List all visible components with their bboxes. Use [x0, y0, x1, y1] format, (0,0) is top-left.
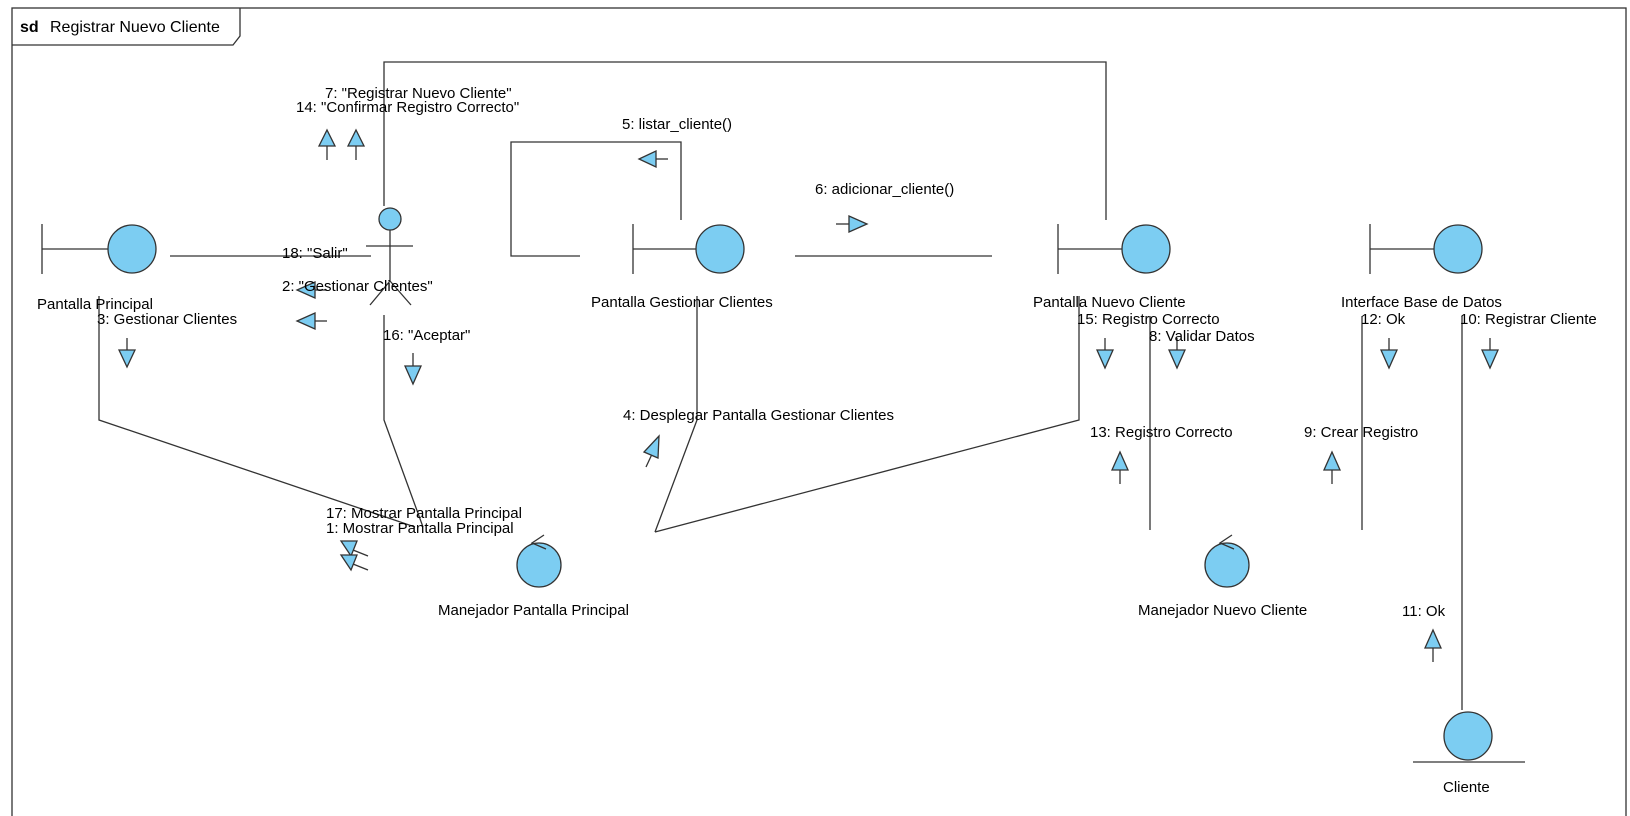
message-arrows: [117, 128, 1500, 662]
arrow-left: [295, 311, 327, 331]
link-gestionar-self: [510, 141, 682, 257]
message-label: 14: "Confirmar Registro Correcto": [296, 99, 519, 116]
diagram-frame: [11, 7, 1627, 816]
message-label: 16: "Aceptar": [383, 327, 470, 344]
message-label: 17: Mostrar Pantalla Principal: [326, 505, 522, 522]
arrow-down: [117, 338, 137, 369]
message-label: 9: Crear Registro: [1304, 424, 1418, 441]
object-label: Pantalla Principal: [37, 296, 153, 313]
control-manejador-pantalla-principal: Manejador Pantalla Principal: [438, 534, 629, 619]
arrow-up-right: [642, 434, 660, 468]
boundary-pantalla-gestionar-clientes: Pantalla Gestionar Clientes: [591, 224, 773, 311]
arrow-right: [836, 214, 869, 234]
arrow-up-left: [339, 540, 369, 558]
link-gestionar-manejador: [654, 296, 698, 533]
arrow-up: [1110, 450, 1130, 484]
link-nuevo-manejador: [654, 296, 1080, 533]
boundary-pantalla-principal: Pantalla Principal: [37, 224, 157, 313]
object-label: Cliente: [1443, 779, 1490, 796]
message-label: 3: Gestionar Clientes: [97, 311, 237, 328]
object-label: Manejador Pantalla Principal: [438, 602, 629, 619]
object-label: Interface Base de Datos: [1341, 294, 1502, 311]
message-label: 2: "Gestionar Clientes": [282, 278, 433, 295]
message-label: 13: Registro Correcto: [1090, 424, 1233, 441]
message-label: 15: Registro Correcto: [1077, 311, 1220, 328]
arrow-down: [1480, 338, 1500, 370]
links: [98, 61, 1463, 710]
control-manejador-nuevo-cliente: Manejador Nuevo Cliente: [1138, 534, 1307, 619]
object-label: Pantalla Nuevo Cliente: [1033, 294, 1186, 311]
message-label: 18: "Salir": [282, 245, 348, 262]
message-label: 8: Validar Datos: [1149, 328, 1255, 345]
boundary-pantalla-nuevo-cliente: Pantalla Nuevo Cliente: [1033, 224, 1186, 311]
message-label: 1: Mostrar Pantalla Principal: [326, 520, 514, 537]
message-label: 11: Ok: [1402, 603, 1446, 620]
frame-title: Registrar Nuevo Cliente: [50, 19, 220, 36]
link-principal-manejador: [98, 296, 416, 528]
object-label: Pantalla Gestionar Clientes: [591, 294, 773, 311]
arrow-up: [1423, 628, 1443, 662]
message-label: 5: listar_cliente(): [622, 116, 732, 133]
arrow-down: [1379, 338, 1399, 370]
arrow-down: [1095, 338, 1115, 370]
message-labels: 7: "Registrar Nuevo Cliente" 14: "Confir…: [97, 85, 1597, 620]
arrow-left: [637, 149, 668, 169]
actor-figure: [366, 207, 413, 306]
arrow-left: [295, 280, 327, 300]
message-label: 12: Ok: [1361, 311, 1406, 328]
arrow-up: [346, 128, 366, 160]
entity-cliente: Cliente: [1413, 711, 1525, 796]
frame-keyword: sd: [20, 19, 39, 36]
message-label: 4: Desplegar Pantalla Gestionar Clientes: [623, 407, 894, 424]
link-actor-manejador: [383, 315, 424, 528]
arrow-up: [317, 128, 337, 160]
link-actor-nuevo-cliente: [383, 61, 1107, 220]
arrow-up-left: [339, 554, 369, 572]
boundary-interface-base-de-datos: Interface Base de Datos: [1341, 224, 1502, 311]
frame-tab: [12, 8, 241, 46]
message-label: 6: adicionar_cliente(): [815, 181, 954, 198]
message-label: 7: "Registrar Nuevo Cliente": [325, 85, 512, 102]
object-label: Manejador Nuevo Cliente: [1138, 602, 1307, 619]
arrow-up: [1322, 450, 1342, 484]
arrow-down: [403, 353, 423, 386]
arrow-down: [1167, 338, 1187, 370]
message-label: 10: Registrar Cliente: [1460, 311, 1597, 328]
